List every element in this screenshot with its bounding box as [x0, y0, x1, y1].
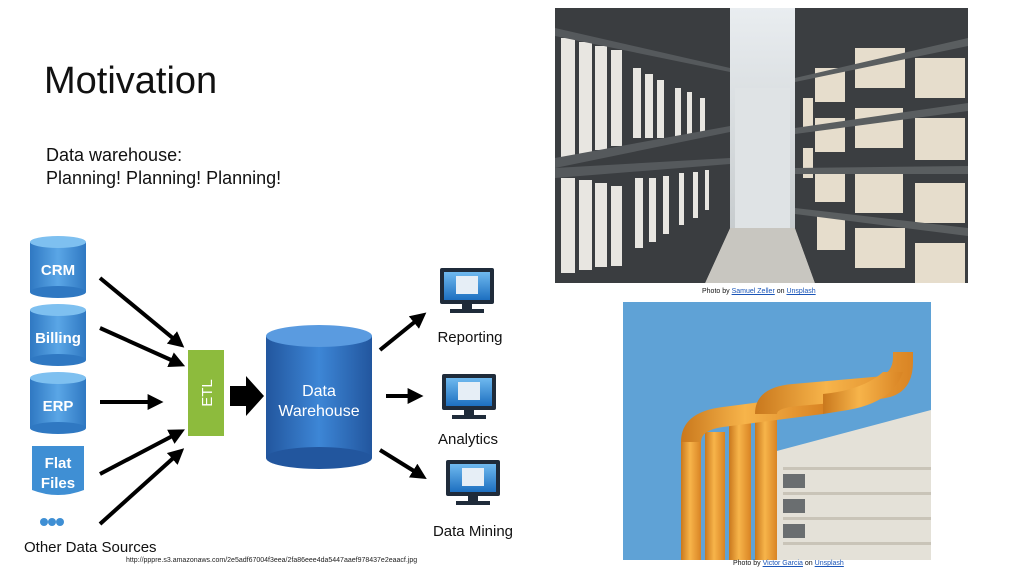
unsplash-link[interactable]: Unsplash: [786, 288, 816, 295]
input-arrows: [98, 276, 186, 526]
source-label-billing: Billing: [35, 330, 81, 347]
arrow-other-to-etl: [98, 448, 185, 526]
source-label-erp: ERP: [43, 398, 74, 415]
data-warehouse-cylinder-icon: Data Warehouse: [266, 325, 372, 469]
arrow-to-data-mining: [378, 448, 427, 479]
source-label-files: Files: [41, 475, 75, 492]
erp-cylinder-icon: ERP: [30, 372, 86, 434]
photo-credit-2: Photo by Victor Garcia on Unsplash: [733, 560, 844, 567]
etl-box: ETL: [188, 350, 224, 436]
other-data-sources-label: Other Data Sources: [24, 539, 157, 556]
output-label-analytics: Analytics: [438, 431, 498, 448]
flat-files-document-icon: Flat Files: [32, 446, 84, 495]
slide-title: Motivation: [44, 60, 218, 102]
credit-on: on: [804, 560, 813, 567]
photographer-link-victor-garcia[interactable]: Victor Garcia: [762, 560, 803, 567]
unsplash-link[interactable]: Unsplash: [814, 560, 844, 567]
body-text-line-1: Data warehouse:: [46, 145, 183, 165]
warehouse-label-line-2: Warehouse: [278, 403, 359, 420]
data-mining-monitor-icon: [446, 460, 500, 505]
photographer-link-samuel-zeller[interactable]: Samuel Zeller: [731, 288, 775, 295]
diagram-source-url: http://pppre.s3.amazonaws.com/2e5adf6700…: [126, 557, 418, 564]
output-arrows: [378, 312, 427, 479]
reporting-monitor-icon: [440, 268, 494, 313]
credit-on: on: [776, 288, 785, 295]
orange-pipes-photo: [623, 302, 931, 560]
crm-cylinder-icon: CRM: [30, 236, 86, 298]
arrow-to-reporting: [378, 312, 427, 352]
data-warehouse-diagram: CRM Billing ERP Flat Files Other Data So…: [24, 236, 513, 556]
billing-cylinder-icon: Billing: [30, 304, 86, 366]
arrow-files-to-etl: [99, 429, 185, 476]
credit-prefix: Photo by: [702, 288, 730, 295]
warehouse-label-line-1: Data: [302, 383, 336, 400]
etl-label: ETL: [199, 379, 216, 407]
credit-prefix: Photo by: [733, 560, 761, 567]
output-label-reporting: Reporting: [437, 329, 502, 346]
analytics-monitor-icon: [442, 374, 496, 419]
source-label-flat: Flat: [45, 455, 72, 472]
arrow-billing-to-etl: [99, 326, 186, 368]
photo-credit-1: Photo by Samuel Zeller on Unsplash: [702, 288, 816, 295]
etl-to-warehouse-arrow: [230, 376, 264, 416]
more-sources-dots-icon: [40, 518, 64, 526]
archive-shelves-photo: [555, 8, 968, 283]
source-label-crm: CRM: [41, 262, 75, 279]
arrow-crm-to-etl: [98, 276, 185, 348]
output-label-data-mining: Data Mining: [433, 523, 513, 540]
body-text-line-2: Planning! Planning! Planning!: [46, 168, 282, 188]
